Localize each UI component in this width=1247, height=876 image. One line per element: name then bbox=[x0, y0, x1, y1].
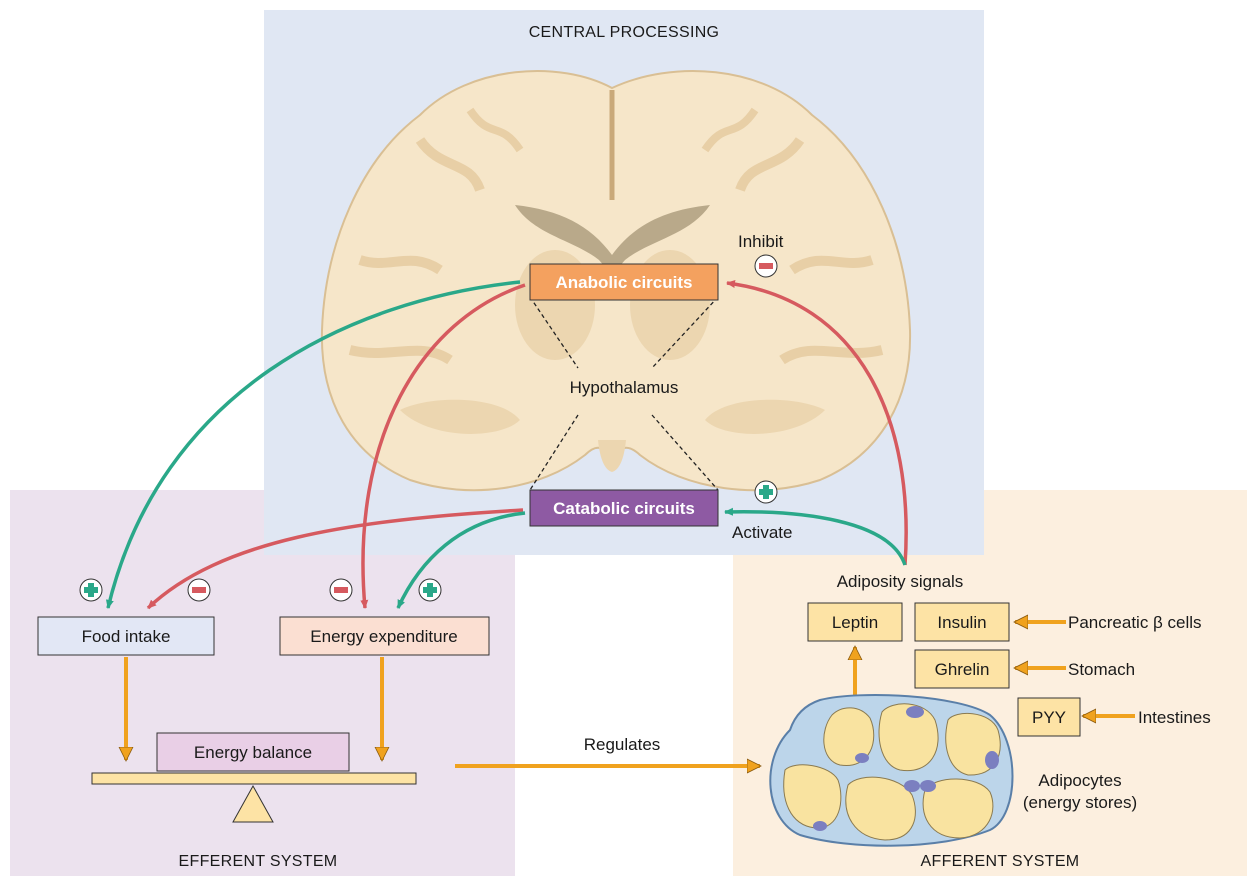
food-intake-box: Food intake bbox=[37, 616, 215, 656]
regulates-label: Regulates bbox=[584, 735, 661, 754]
activate-plus-badge bbox=[754, 480, 778, 504]
energy-balance-scale: Energy balance bbox=[91, 732, 417, 823]
pyy-source-label: Intestines bbox=[1138, 708, 1211, 727]
food-intake-plus-badge bbox=[79, 578, 103, 602]
expenditure-plus-badge bbox=[418, 578, 442, 602]
arrow-catabolic-to-energy-expenditure bbox=[396, 511, 526, 609]
arrow-catabolic-to-food-intake bbox=[146, 508, 524, 610]
arrow-anabolic-to-energy-expenditure bbox=[360, 283, 526, 609]
insulin-label: Insulin bbox=[937, 613, 986, 632]
efferent-system-title: EFFERENT SYSTEM bbox=[179, 853, 338, 870]
hormone-leptin: Leptin bbox=[807, 602, 903, 642]
leptin-label: Leptin bbox=[832, 613, 878, 632]
hypothalamus-label: Hypothalamus bbox=[570, 378, 679, 397]
anabolic-circuits-box: Anabolic circuits bbox=[529, 263, 719, 301]
hormone-ghrelin: Ghrelin bbox=[914, 649, 1010, 689]
insulin-source-label: Pancreatic β cells bbox=[1068, 613, 1202, 632]
hormone-pyy: PYY bbox=[1017, 697, 1081, 737]
signal-arrows bbox=[105, 280, 908, 610]
energy-balance-label: Energy balance bbox=[194, 743, 312, 762]
catabolic-circuits-box: Catabolic circuits bbox=[529, 489, 719, 527]
adiposity-signals-label: Adiposity signals bbox=[837, 572, 964, 591]
arrow-adiposity-to-catabolic bbox=[724, 507, 907, 566]
afferent-system-title: AFFERENT SYSTEM bbox=[921, 853, 1080, 870]
inhibit-label: Inhibit bbox=[738, 232, 784, 251]
adipocyte-cluster bbox=[769, 694, 1014, 847]
flow-arrows bbox=[126, 622, 1135, 766]
inhibit-minus-badge bbox=[754, 254, 778, 278]
expenditure-minus-badge bbox=[329, 578, 353, 602]
energy-expenditure-label: Energy expenditure bbox=[310, 627, 457, 646]
energy-expenditure-box: Energy expenditure bbox=[279, 616, 490, 656]
adipocytes-label: Adipocytes bbox=[1038, 771, 1121, 790]
adipocytes-sublabel: (energy stores) bbox=[1023, 793, 1137, 812]
hormone-insulin: Insulin bbox=[914, 602, 1010, 642]
hypothalamus-connector-lines bbox=[529, 296, 719, 491]
anabolic-circuits-label: Anabolic circuits bbox=[556, 273, 693, 292]
central-processing-title: CENTRAL PROCESSING bbox=[529, 24, 720, 41]
ghrelin-label: Ghrelin bbox=[935, 660, 990, 679]
food-intake-label: Food intake bbox=[82, 627, 171, 646]
pyy-label: PYY bbox=[1032, 708, 1066, 727]
food-intake-minus-badge bbox=[187, 578, 211, 602]
ghrelin-source-label: Stomach bbox=[1068, 660, 1135, 679]
arrow-adiposity-to-anabolic bbox=[726, 280, 908, 566]
arrow-anabolic-to-food-intake bbox=[105, 280, 521, 609]
catabolic-circuits-label: Catabolic circuits bbox=[553, 499, 695, 518]
activate-label: Activate bbox=[732, 523, 792, 542]
